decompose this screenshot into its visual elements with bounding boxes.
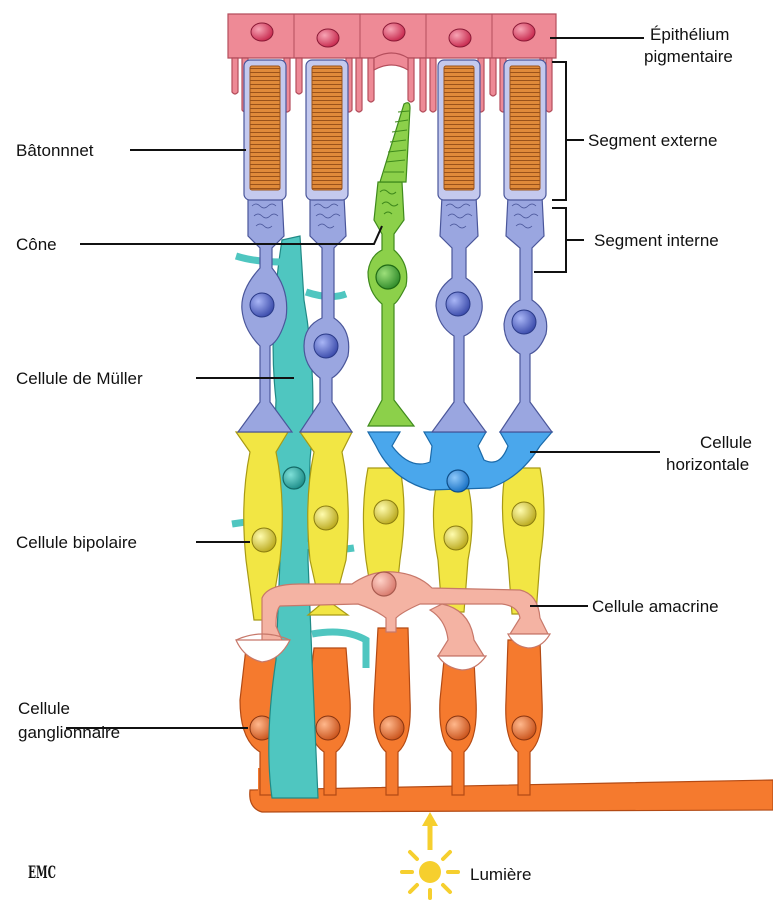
emc-logo: EMC — [28, 863, 56, 883]
label-ganglion-2: ganglionnaire — [18, 723, 120, 742]
label-outer-segment: Segment externe — [588, 131, 717, 150]
cone-nucleus — [376, 265, 400, 289]
label-muller: Cellule de Müller — [16, 369, 143, 388]
label-cone: Cône — [16, 235, 57, 254]
label-horizontal-2: horizontale — [666, 455, 749, 474]
label-light: Lumière — [470, 865, 531, 884]
label-ganglion-1: Cellule — [18, 699, 70, 718]
label-bipolar: Cellule bipolaire — [16, 533, 137, 552]
leader-lines — [66, 38, 660, 728]
sun-icon — [402, 812, 458, 898]
horizontal-nucleus — [447, 470, 469, 492]
ganglion-layer — [240, 628, 773, 812]
label-epithelium-1: Épithélium — [650, 25, 729, 44]
label-inner-segment: Segment interne — [594, 231, 719, 250]
label-amacrine: Cellule amacrine — [592, 597, 719, 616]
label-epithelium-2: pigmentaire — [644, 47, 733, 66]
amacrine-nucleus — [372, 572, 396, 596]
label-rod: Bâtonnnet — [16, 141, 94, 160]
muller-nucleus — [283, 467, 305, 489]
label-horizontal-1: Cellule — [700, 433, 752, 452]
cone-outer-segment — [380, 103, 410, 182]
cone-cell — [368, 103, 414, 426]
